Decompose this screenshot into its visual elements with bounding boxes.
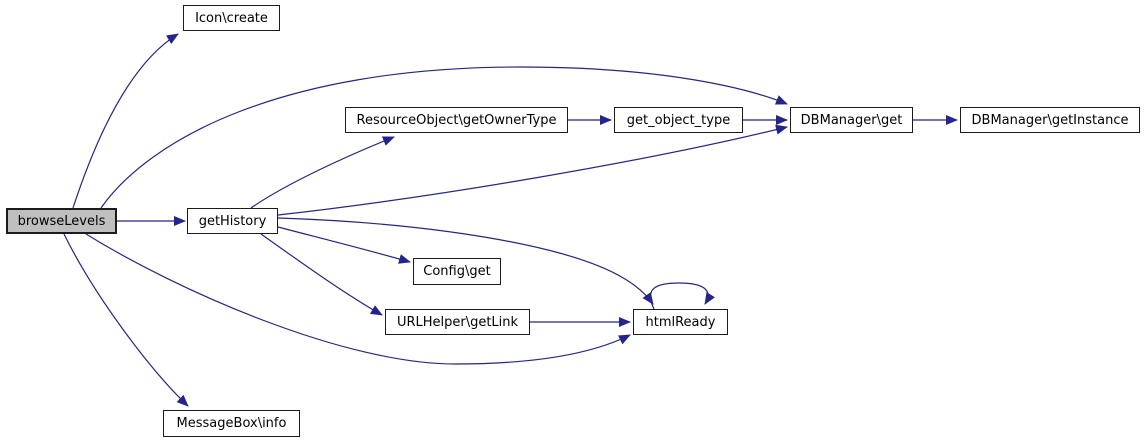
edge-getHistory-to-htmlready <box>277 217 654 305</box>
edge-getHistory-to-resource-getownertype <box>250 136 395 209</box>
node-getHistory[interactable]: getHistory <box>187 208 278 234</box>
node-get-object-type[interactable]: get_object_type <box>614 107 743 133</box>
node-urlhelper-getlink[interactable]: URLHelper\getLink <box>385 309 530 335</box>
node-browseLevels: browseLevels <box>6 208 117 234</box>
node-messagebox-info[interactable]: MessageBox\info <box>163 410 300 437</box>
node-htmlready[interactable]: htmlReady <box>633 309 728 335</box>
edge-getHistory-to-urlhelper-getlink <box>260 233 383 316</box>
node-dbmanager-get[interactable]: DBManager\get <box>790 107 913 133</box>
edge-browseLevels-to-dbmanager-get <box>100 66 788 209</box>
node-config-get[interactable]: Config\get <box>413 258 501 285</box>
edge-getHistory-to-config-get <box>277 226 411 264</box>
edge-getHistory-to-dbmanager-get <box>277 124 788 216</box>
edge-browseLevels-to-messagebox-info <box>63 233 189 407</box>
node-resource-getownertype[interactable]: ResourceObject\getOwnerType <box>345 107 568 133</box>
edge-browseLevels-to-icon-create <box>72 33 179 209</box>
edge-htmlready-to-htmlready <box>649 282 716 310</box>
node-icon-create[interactable]: Icon\create <box>183 5 280 31</box>
node-dbmanager-getinstance[interactable]: DBManager\getInstance <box>960 107 1140 133</box>
edge-browseLevels-to-htmlready <box>85 233 631 365</box>
